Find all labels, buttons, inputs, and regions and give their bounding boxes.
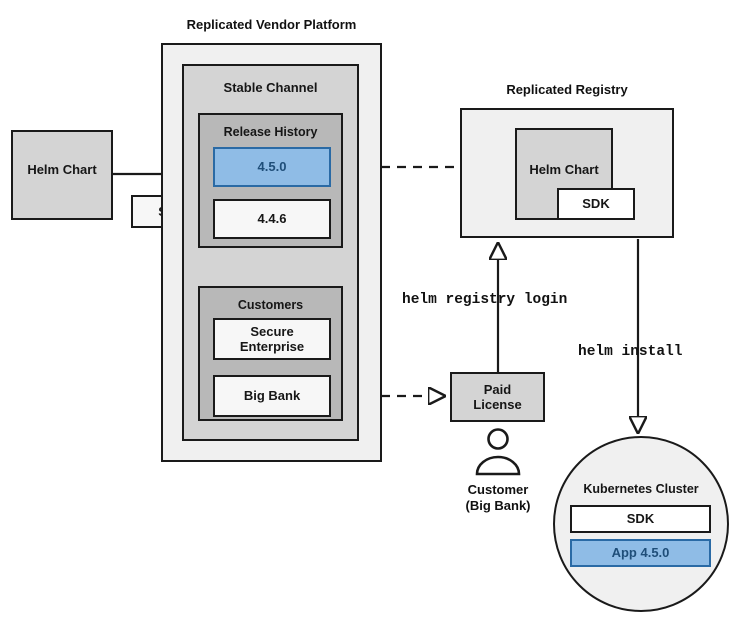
release-version-label: 4.4.6 <box>257 211 287 227</box>
customers-label: Customers <box>237 298 304 312</box>
registry-helm-chart-label: Helm Chart <box>529 162 599 177</box>
customer-name-label: Big Bank <box>243 388 301 404</box>
registry-sdk-box: SDK <box>557 188 635 220</box>
registry-title: Replicated Registry <box>506 82 628 97</box>
kubernetes-cluster-label: Kubernetes Cluster <box>583 482 699 496</box>
edge-label-helm-registry-login: helm registry login <box>402 292 568 308</box>
vendor-platform-title: Replicated Vendor Platform <box>186 17 357 32</box>
cluster-component-sdk: SDK <box>570 505 711 533</box>
customer-person-label: Customer(Big Bank) <box>440 482 556 515</box>
release-version-label: 4.5.0 <box>257 159 287 175</box>
source-helm-chart-box: Helm Chart <box>11 130 113 220</box>
edge-label-helm-install: helm install <box>578 344 683 360</box>
release-history-label: Release History <box>223 125 318 139</box>
customer-item-big-bank[interactable]: Big Bank <box>213 375 331 417</box>
cluster-component-app: App 4.5.0 <box>570 539 711 567</box>
cluster-component-label: SDK <box>626 511 655 527</box>
stable-channel-label: Stable Channel <box>223 80 318 95</box>
person-icon <box>475 428 521 476</box>
release-item-4-4-6[interactable]: 4.4.6 <box>213 199 331 239</box>
customer-person-text: Customer(Big Bank) <box>465 482 531 514</box>
cluster-component-label: App 4.5.0 <box>611 545 670 561</box>
release-item-4-5-0[interactable]: 4.5.0 <box>213 147 331 187</box>
registry-sdk-label: SDK <box>582 196 610 212</box>
source-helm-chart-label: Helm Chart <box>27 162 97 177</box>
